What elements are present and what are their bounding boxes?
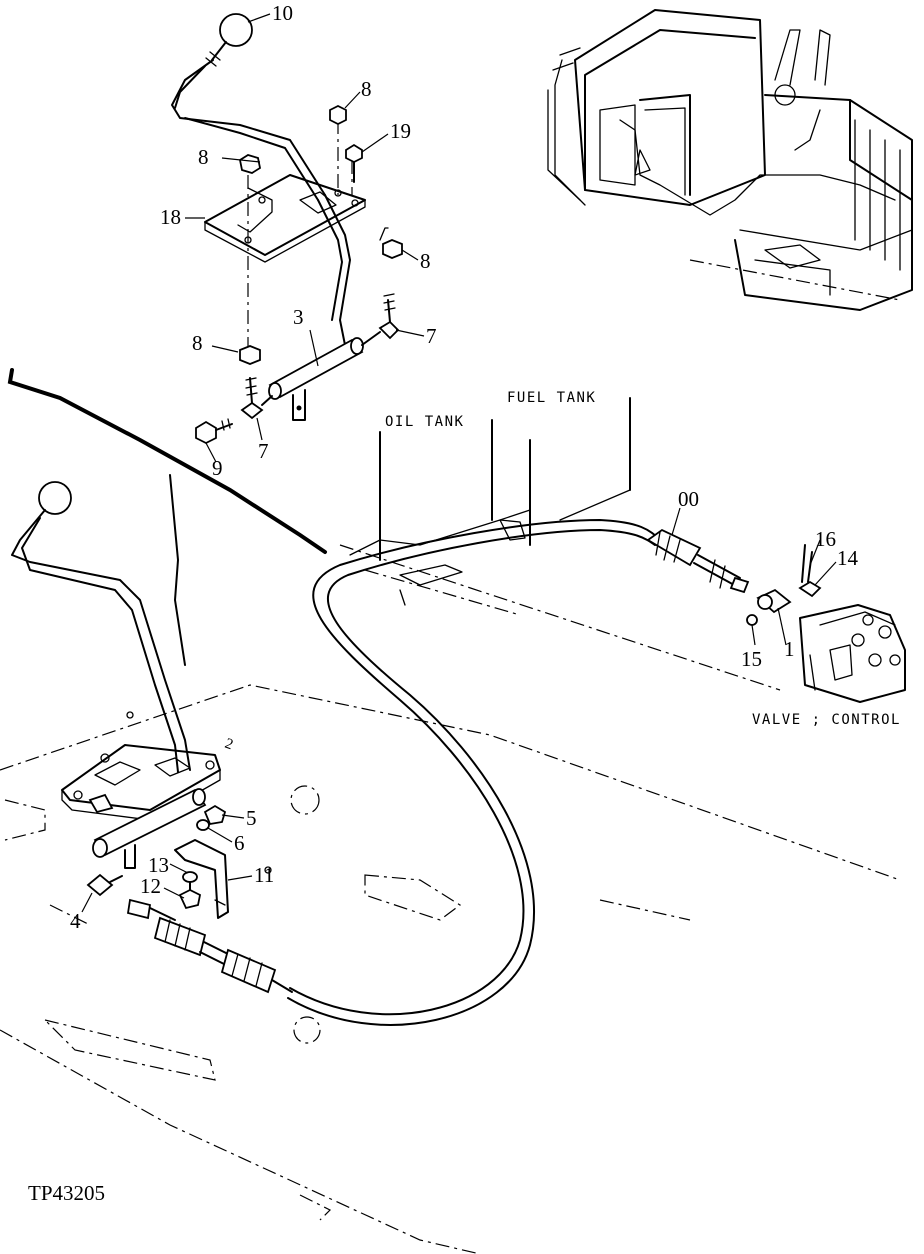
callout-13: 13 <box>148 853 169 877</box>
upper-lever-assembly <box>171 13 425 463</box>
fuel-tank-label: FUEL TANK <box>507 390 596 406</box>
lower-lever-knob <box>38 481 72 515</box>
callout-10: 10 <box>272 1 293 25</box>
lever-knob <box>219 13 253 47</box>
callout-3: 3 <box>293 305 304 329</box>
callout-4: 4 <box>70 909 81 933</box>
callout-8: 8 <box>198 145 209 169</box>
oil-tank-label: OIL TANK <box>385 414 464 430</box>
callout-15: 15 <box>741 647 762 671</box>
callout-9: 9 <box>212 456 223 480</box>
callout-8: 8 <box>361 77 372 101</box>
callout-16: 16 <box>815 527 836 551</box>
callout-5: 5 <box>246 806 257 830</box>
callout-19: 19 <box>390 119 411 143</box>
callout-00: 00 <box>678 487 699 511</box>
callout-7: 7 <box>426 324 437 348</box>
control-cable <box>287 507 906 1026</box>
callout-8: 8 <box>420 249 431 273</box>
shaft <box>268 338 364 399</box>
nut-8 <box>238 154 262 174</box>
callout-2: 2 <box>223 736 236 754</box>
machine-inset <box>547 9 913 311</box>
callout-12: 12 <box>140 874 161 898</box>
component-labels: OIL TANK FUEL TANK VALVE ; CONTROL TP432… <box>28 390 901 1205</box>
lower-lever-assembly <box>11 481 293 994</box>
figure-id: TP43205 <box>28 1181 105 1205</box>
callout-14: 14 <box>837 546 859 570</box>
callout-7: 7 <box>258 439 269 463</box>
callout-18: 18 <box>160 205 181 229</box>
callout-1: 1 <box>784 637 795 661</box>
floor-edge <box>7 368 327 554</box>
valve-control-label: VALVE ; CONTROL <box>752 712 901 728</box>
callout-11: 11 <box>254 863 274 887</box>
floor-plate <box>0 684 901 1254</box>
callout-6: 6 <box>234 831 245 855</box>
callout-8: 8 <box>192 331 203 355</box>
callout-numbers: 10 8 19 8 18 8 3 7 8 9 7 00 16 14 15 1 5… <box>70 1 859 933</box>
tank-outlines <box>339 397 781 691</box>
